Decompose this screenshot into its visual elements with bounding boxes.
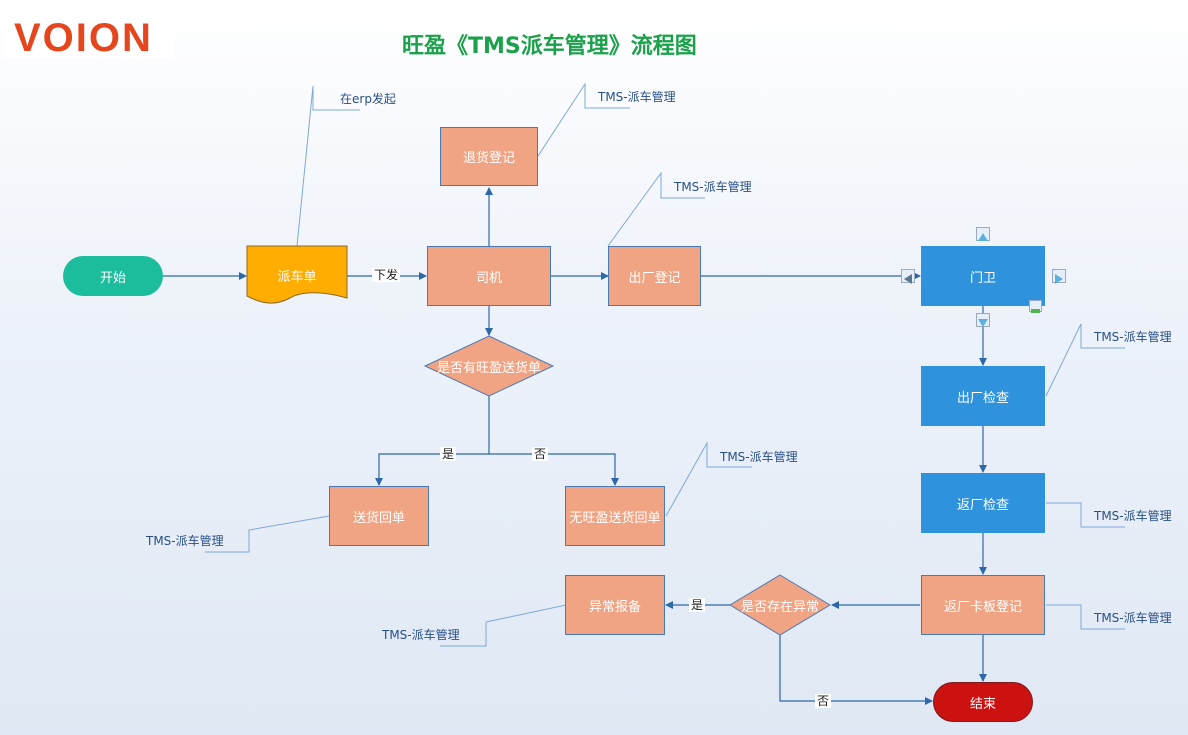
callout-line-nodelivery — [665, 441, 752, 517]
decision-exception-shape — [729, 574, 831, 636]
callout-line-pallet — [1046, 604, 1125, 630]
callout-return-register: TMS-派车管理 — [598, 90, 676, 104]
start-node[interactable]: 开始 — [63, 256, 163, 296]
page-title: 旺盈《TMS派车管理》流程图 — [402, 34, 697, 59]
logo-background — [4, 16, 174, 58]
edge-label-yes-exception: 是 — [689, 598, 706, 612]
resize-handle-icon[interactable] — [1029, 300, 1042, 313]
callout-delivery-receipt: TMS-派车管理 — [146, 534, 224, 548]
return-register-node[interactable]: 退货登记 — [440, 127, 538, 186]
arrow-left-icon[interactable] — [901, 269, 915, 284]
callout-exit-check: TMS-派车管理 — [1094, 330, 1172, 344]
gate-node[interactable]: 门卫 — [921, 246, 1045, 306]
arrow-up-icon[interactable] — [976, 227, 990, 241]
callout-line-exitcheck — [1045, 323, 1125, 397]
edge-label-issue: 下发 — [372, 268, 401, 282]
edge-decision-end — [779, 635, 933, 705]
decision-delivery-label[interactable]: 是否有旺盈送货单 — [436, 360, 541, 376]
callout-line-exception — [440, 604, 567, 647]
return-check-node[interactable]: 返厂检查 — [921, 473, 1045, 533]
delivery-receipt-node[interactable]: 送货回单 — [329, 486, 429, 546]
driver-node[interactable]: 司机 — [427, 246, 551, 306]
callout-exit-register: TMS-派车管理 — [674, 180, 752, 194]
decision-exception-label[interactable]: 是否存在异常 — [740, 599, 819, 615]
edge-label-no-delivery: 否 — [532, 447, 549, 461]
edge-label-no-exception: 否 — [815, 694, 832, 708]
edge-label-yes-delivery: 是 — [440, 447, 457, 461]
exit-check-node[interactable]: 出厂检查 — [921, 366, 1045, 426]
callout-return-pallet: TMS-派车管理 — [1094, 611, 1172, 625]
callout-line-delivery — [205, 515, 330, 553]
callout-line-erp — [296, 85, 360, 247]
callout-line-exit — [607, 171, 705, 247]
callout-return-check: TMS-派车管理 — [1094, 509, 1172, 523]
arrow-right-icon[interactable] — [1052, 269, 1066, 284]
callout-erp: 在erp发起 — [340, 92, 396, 106]
decision-delivery-shape — [423, 335, 555, 397]
exception-report-node[interactable]: 异常报备 — [565, 575, 665, 635]
edge-decision-yes — [375, 396, 490, 486]
dispatch-sheet-shape — [246, 245, 348, 304]
callout-exception-report: TMS-派车管理 — [382, 628, 460, 642]
dispatch-sheet-node[interactable]: 派车单 — [277, 269, 317, 285]
edge-decision-no — [489, 453, 619, 486]
exit-register-node[interactable]: 出厂登记 — [608, 246, 701, 306]
callout-no-delivery-receipt: TMS-派车管理 — [720, 450, 798, 464]
arrow-down-icon[interactable] — [976, 313, 990, 327]
return-pallet-register-node[interactable]: 返厂卡板登记 — [921, 575, 1045, 635]
callout-line-returncheck — [1046, 502, 1125, 528]
no-delivery-receipt-node[interactable]: 无旺盈送货回单 — [565, 486, 665, 546]
voion-logo: VOION — [14, 16, 153, 60]
end-node[interactable]: 结束 — [933, 682, 1033, 722]
callout-line-return — [537, 82, 630, 157]
